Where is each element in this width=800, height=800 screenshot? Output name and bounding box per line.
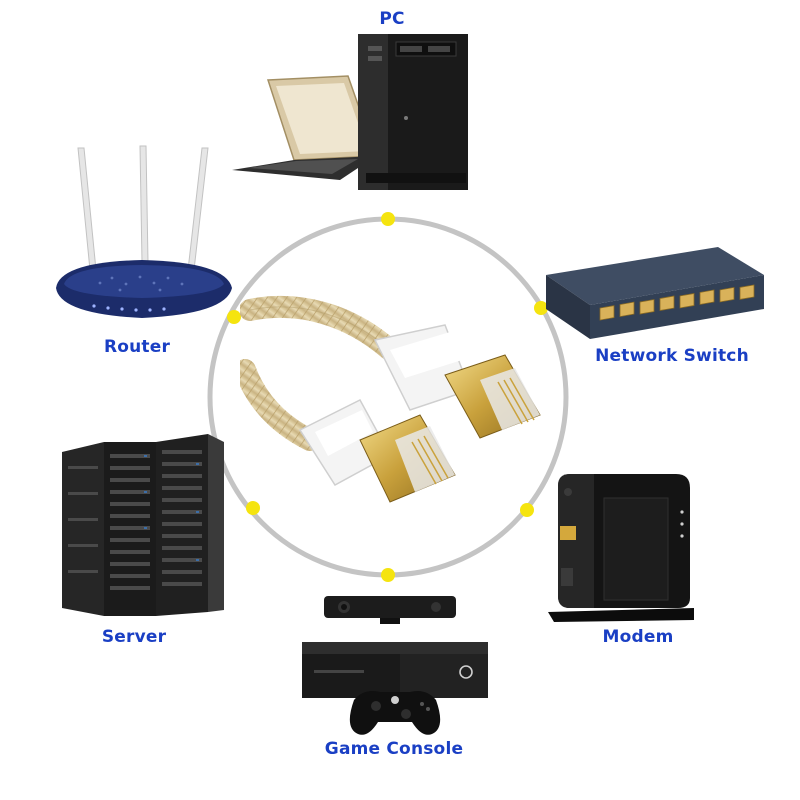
game-console-icon xyxy=(302,596,488,735)
ring-node-game-console xyxy=(381,568,395,582)
network-switch-icon xyxy=(546,247,764,339)
ring-node-network-switch xyxy=(534,301,548,315)
ring-node-router xyxy=(227,310,241,324)
modem-icon xyxy=(548,474,694,622)
device-label-game-console: Game Console xyxy=(324,739,464,759)
ring-node-modem xyxy=(520,503,534,517)
pc-laptop-icon xyxy=(232,34,468,190)
ring-node-server xyxy=(246,501,260,515)
device-label-server: Server xyxy=(101,627,167,647)
router-icon xyxy=(56,145,232,318)
device-label-network-switch: Network Switch xyxy=(595,346,749,366)
device-label-pc: PC xyxy=(379,9,405,29)
device-label-router: Router xyxy=(103,337,171,357)
ring-node-pc xyxy=(381,212,395,226)
ethernet-cable-icon xyxy=(240,296,541,503)
server-rack-icon xyxy=(62,434,224,616)
device-label-modem: Modem xyxy=(602,627,674,647)
